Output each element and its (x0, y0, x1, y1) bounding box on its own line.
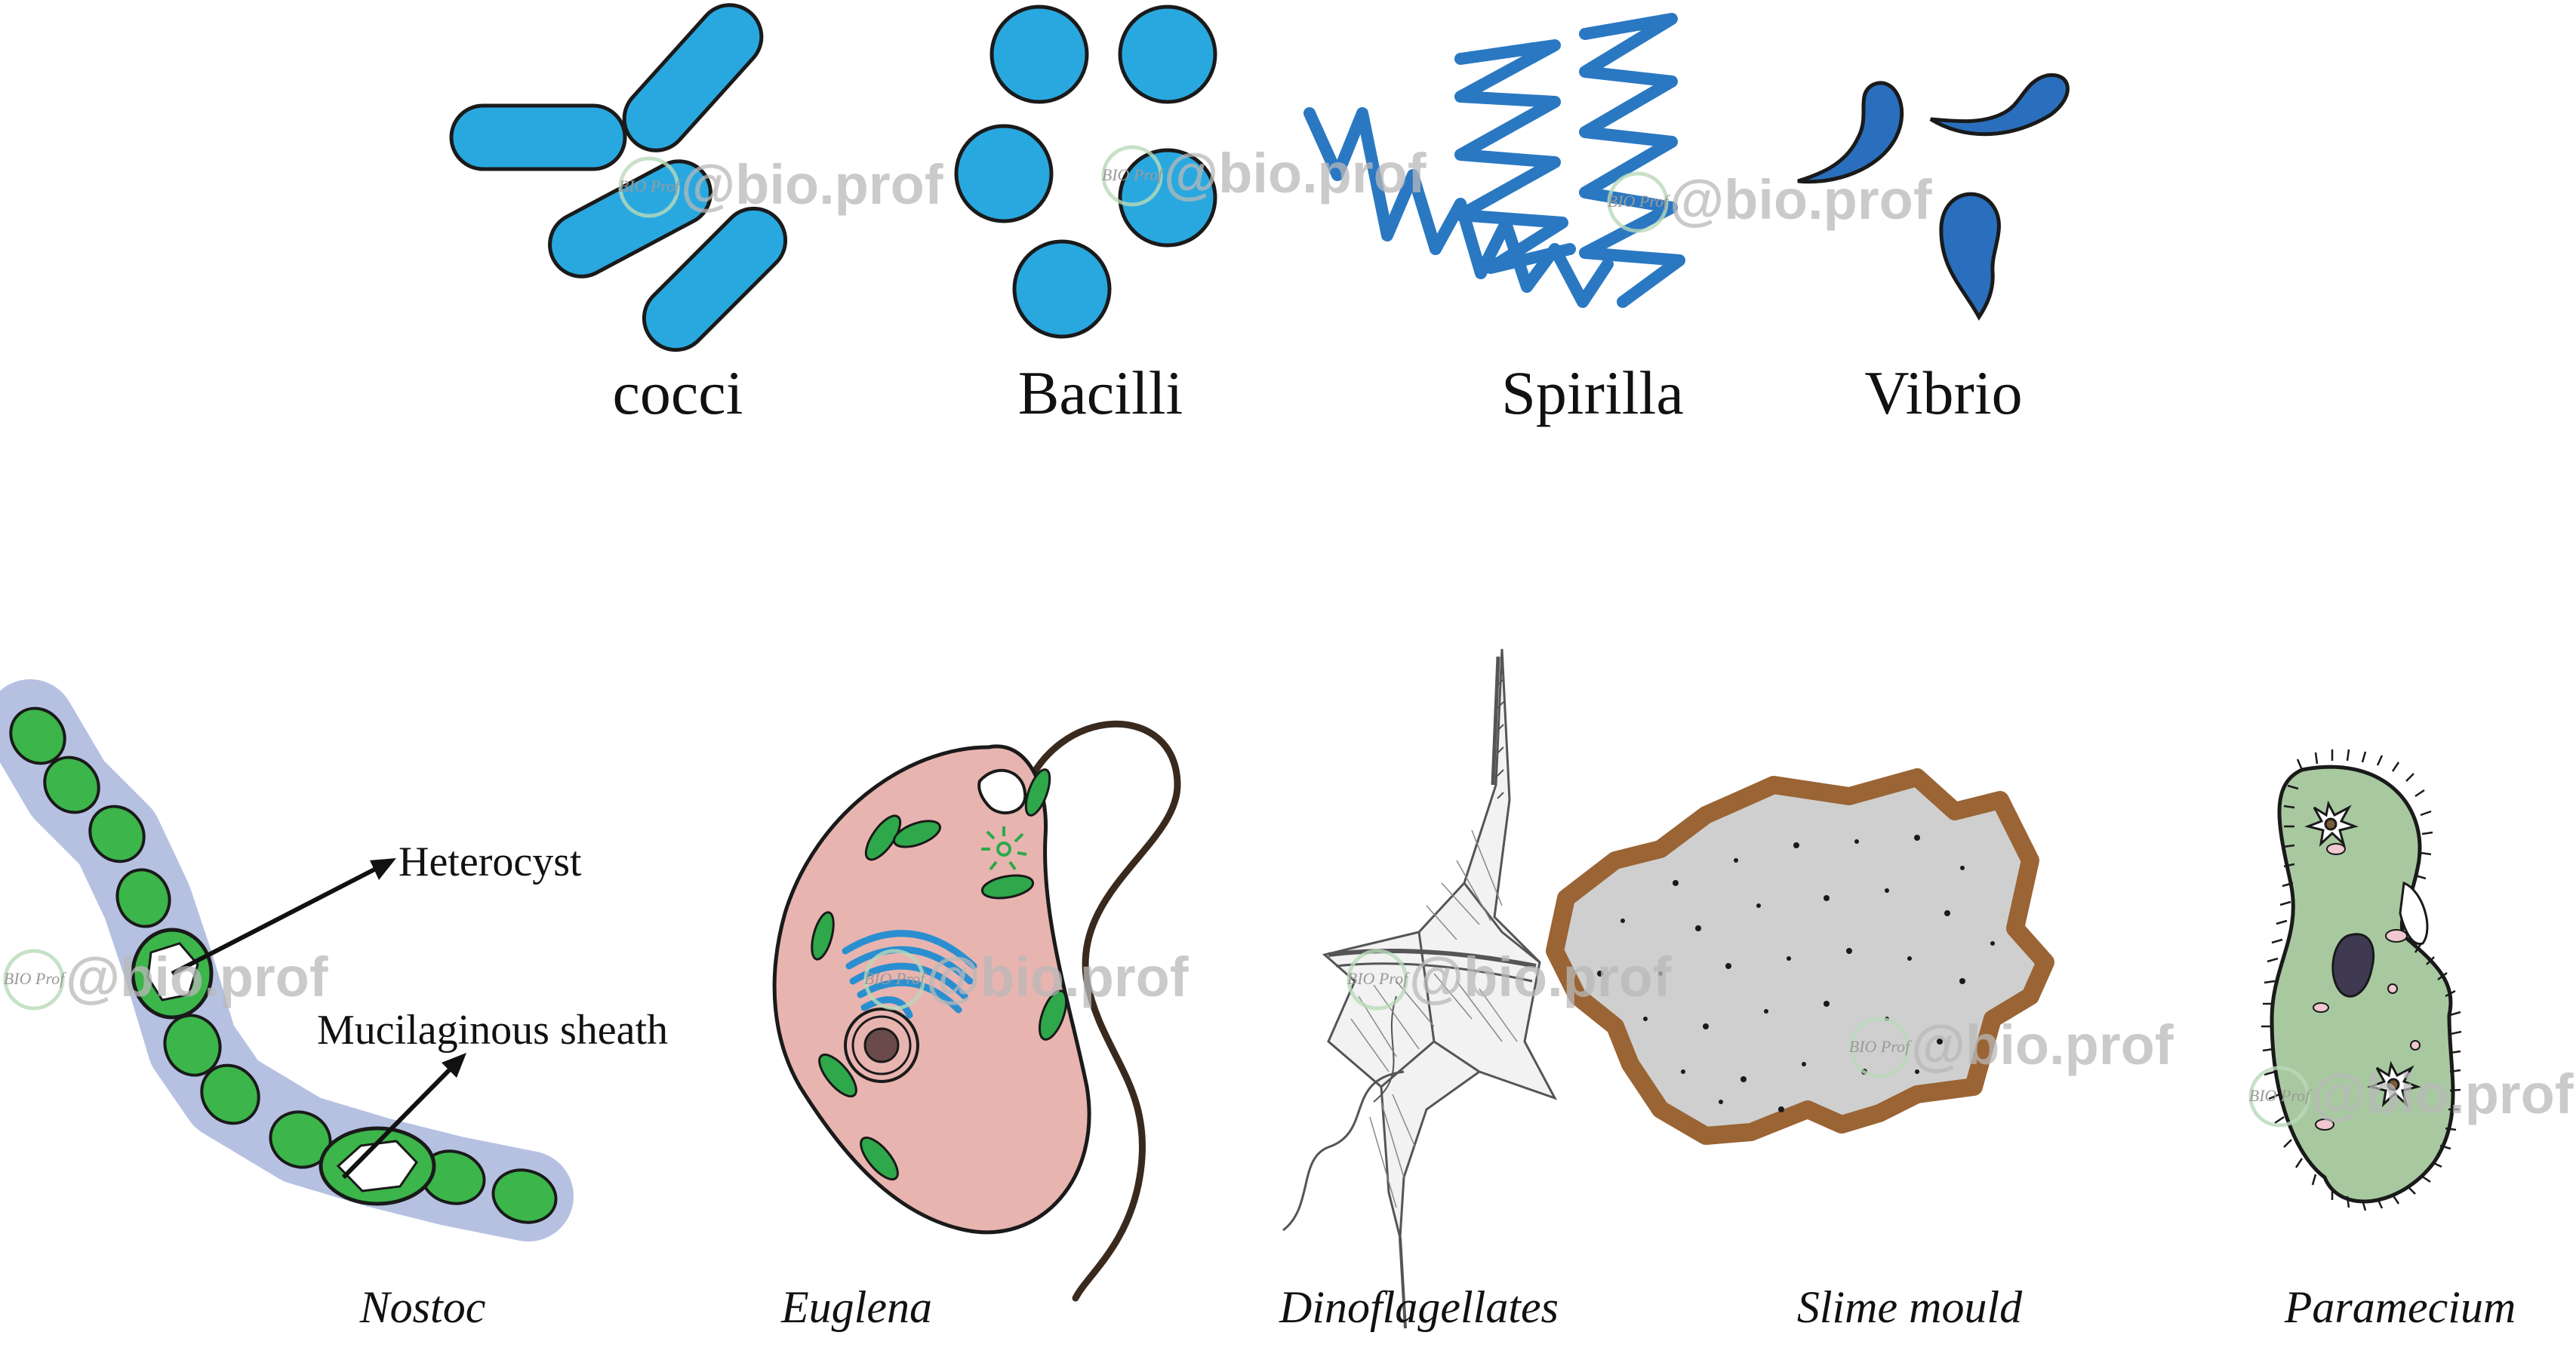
watermark-logo-text: BIO Prof (619, 177, 682, 195)
watermark-text: @bio.prof (1164, 142, 1426, 205)
watermark-4: BIO Prof @bio.prof (3, 946, 328, 1011)
rod-bacteria-illustration (449, 3, 788, 352)
watermark-8: BIO Prof @bio.prof (2248, 1063, 2574, 1128)
watermark-3: BIO Prof @bio.prof (1607, 168, 1932, 233)
contractile-vacuole (981, 826, 1027, 871)
watermark-text: @bio.prof (1911, 1014, 2174, 1076)
euglena-nucleus (844, 1008, 919, 1083)
label-cocci: cocci (613, 358, 743, 427)
watermark-text: @bio.prof (1670, 168, 1932, 231)
label-euglena: Euglena (780, 1282, 932, 1332)
label-heterocyst: Heterocyst (399, 838, 582, 885)
label-paramecium: Paramecium (2284, 1282, 2516, 1332)
watermark-text: @bio.prof (1409, 946, 1672, 1008)
watermark-logo-text: BIO Prof (4, 969, 66, 988)
label-slime-mould: Slime mould (1797, 1282, 2023, 1332)
slime-mould-granules (1597, 835, 1995, 1112)
paramecium-contractile-vacuole-1 (2304, 800, 2359, 848)
watermark-text: @bio.prof (2311, 1063, 2574, 1125)
dinoflagellate-illustration (1282, 648, 1558, 1329)
label-spirilla: Spirilla (1501, 358, 1683, 427)
chloroplasts (811, 768, 1068, 1181)
watermark-logo-text: BIO Prof (864, 969, 927, 988)
label-vibrio: Vibrio (1864, 358, 2022, 427)
watermark-text: @bio.prof (66, 946, 328, 1008)
label-mucilaginous-sheath: Mucilaginous sheath (317, 1007, 668, 1054)
watermark-7: BIO Prof @bio.prof (1848, 1014, 2174, 1078)
watermark-logo-text: BIO Prof (1849, 1037, 1912, 1056)
vibrio-illustration (1797, 73, 2070, 321)
watermark-6: BIO Prof @bio.prof (1346, 946, 1672, 1011)
watermark-logo-text: BIO Prof (1347, 969, 1410, 988)
round-bacteria-illustration (954, 5, 1217, 339)
watermark-1: BIO Prof @bio.prof (618, 153, 943, 218)
watermark-5: BIO Prof @bio.prof (863, 946, 1189, 1011)
label-dinoflagellates: Dinoflagellates (1279, 1282, 1559, 1332)
paramecium-illustration (2261, 749, 2462, 1211)
watermark-text: @bio.prof (926, 946, 1189, 1008)
paramecium-food-vacuoles (2313, 843, 2421, 1131)
annotation-arrows (171, 858, 466, 1180)
watermark-2: BIO Prof @bio.prof (1101, 142, 1426, 207)
watermark-logo-text: BIO Prof (2249, 1086, 2312, 1105)
label-nostoc: Nostoc (359, 1282, 486, 1332)
euglena-flagellum (1019, 720, 1181, 1302)
heterocyst-shape-2 (319, 1126, 436, 1206)
nostoc-illustration (0, 679, 574, 1242)
paramecium-cilia (2261, 749, 2462, 1211)
euglena-illustration (772, 720, 1181, 1302)
watermark-text: @bio.prof (681, 153, 943, 216)
paramecium-macronucleus (2331, 933, 2375, 998)
spirilla-illustration (1303, 13, 1685, 308)
watermark-logo-text: BIO Prof (1102, 165, 1165, 184)
label-bacilli: Bacilli (1018, 358, 1183, 427)
slime-mould-illustration (1546, 768, 2054, 1145)
watermark-logo-text: BIO Prof (1608, 192, 1670, 211)
paramecium-contractile-vacuole-2 (2367, 1060, 2421, 1108)
